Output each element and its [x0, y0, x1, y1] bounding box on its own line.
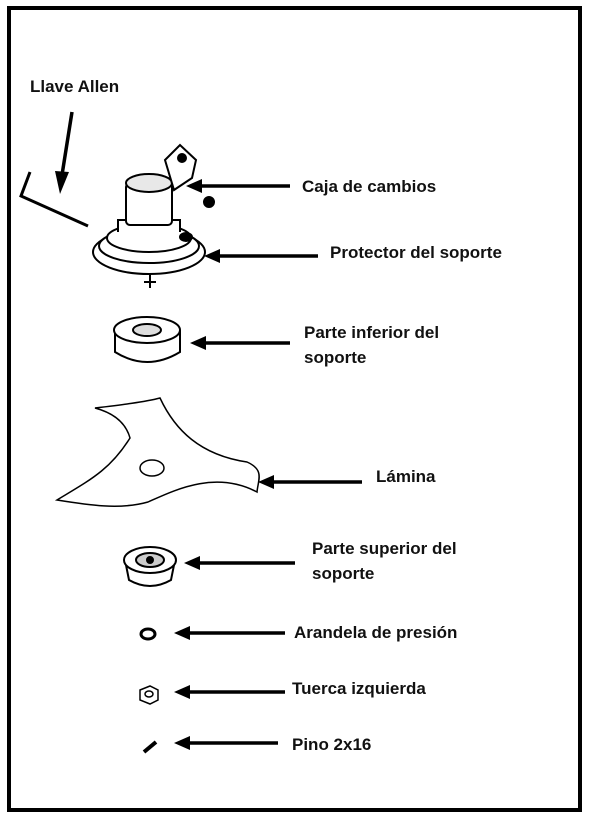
arrow-tuerca	[174, 685, 285, 699]
washer-icon	[139, 627, 157, 641]
nut-icon	[139, 685, 159, 705]
arrow-caja-de-cambios	[186, 179, 290, 193]
upper-support-icon	[123, 546, 177, 587]
label-parte-superior-line1: Parte superior del	[312, 539, 457, 558]
lower-support-icon	[113, 316, 181, 363]
arrow-llave-allen	[55, 111, 74, 194]
label-parte-superior: Parte superior del soporte	[312, 536, 552, 586]
arrow-arandela	[174, 626, 285, 640]
label-caja-de-cambios: Caja de cambios	[302, 177, 437, 196]
label-parte-inferior-line1: Parte inferior del	[304, 323, 440, 342]
label-protector-soporte: Protector del soporte	[330, 243, 502, 262]
label-pino: Pino 2x16	[292, 735, 372, 754]
arrow-lamina	[258, 475, 362, 489]
arrow-protector-soporte	[204, 249, 318, 263]
blade-icon	[54, 397, 260, 507]
arrow-parte-superior	[184, 556, 295, 570]
label-lamina: Lámina	[376, 467, 436, 486]
label-tuerca: Tuerca izquierda	[292, 679, 426, 698]
arrow-pino	[174, 736, 278, 750]
label-llave-allen: Llave Allen	[30, 77, 120, 96]
arrow-parte-inferior	[190, 336, 290, 350]
gearbox-assembly-icon	[92, 143, 215, 288]
pin-icon	[142, 740, 158, 754]
label-arandela: Arandela de presión	[294, 623, 458, 642]
allen-key-icon	[19, 171, 89, 228]
label-parte-inferior-line2: soporte	[304, 348, 367, 367]
label-parte-superior-line2: soporte	[312, 564, 375, 583]
label-parte-inferior: Parte inferior del soporte	[304, 320, 544, 370]
